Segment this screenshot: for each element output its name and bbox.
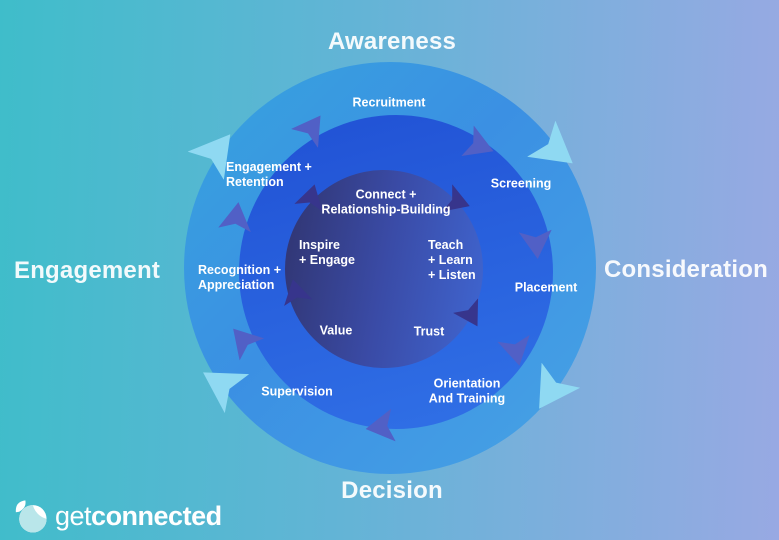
stage-label-consideration: Consideration	[604, 255, 768, 283]
getconnected-logo: getconnected	[14, 499, 222, 533]
step-label-supervision: Supervision	[261, 384, 333, 399]
stage-label-engagement: Engagement	[13, 256, 161, 284]
step-label-orientation-and-training: Orientation And Training	[428, 376, 506, 405]
core-label-inspire-engage: Inspire + Engage	[299, 238, 355, 267]
step-label-recognition-appreciation: Recognition + Appreciation	[198, 263, 281, 292]
getconnected-logo-icon	[14, 499, 48, 533]
stage-label-awareness: Awareness	[327, 27, 457, 55]
logo-word-connected: connected	[91, 500, 222, 531]
stage-label-decision: Decision	[341, 476, 443, 504]
core-label-trust: Trust	[413, 324, 445, 339]
logo-word-get: get	[55, 500, 92, 531]
step-label-placement: Placement	[514, 280, 578, 295]
core-label-connect-relationship-building: Connect + Relationship-Building	[321, 187, 451, 216]
core-label-teach-learn-listen: Teach + Learn + Listen	[428, 238, 476, 282]
getconnected-logo-text: getconnected	[55, 500, 222, 531]
step-label-screening: Screening	[490, 176, 552, 191]
core-label-value: Value	[319, 323, 353, 338]
step-label-recruitment: Recruitment	[352, 95, 426, 110]
step-label-engagement-retention: Engagement + Retention	[226, 160, 312, 189]
